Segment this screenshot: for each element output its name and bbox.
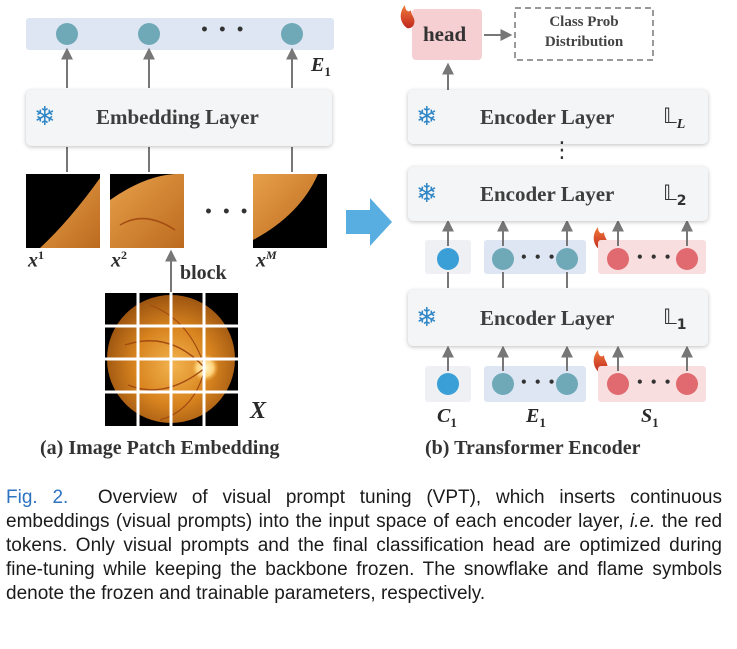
patch-ellipsis: • • • [204,204,251,220]
prompt-token [607,373,629,395]
token-label-s1: S1 [641,405,659,430]
patch-label-xM: xM [256,248,277,272]
token-ellipsis: • • • [520,250,557,264]
caption-ie: i.e. [629,511,656,532]
embedding-token [492,373,514,395]
panel-a-title: (a) Image Patch Embedding [40,437,280,459]
patch-xM [253,174,327,248]
head-box [412,9,482,60]
vertical-ellipsis: ⋮ [551,138,573,163]
encoder-layer-2 [408,167,708,221]
embedding-token [281,23,303,45]
layer-symbol-1: 𝕃1 [663,305,687,334]
class-token [437,373,459,395]
class-token [437,248,459,270]
embedding-token [556,373,578,395]
encoder-layer-l [408,90,708,144]
patch-label-x1: x1 [28,248,44,272]
class-prob-label: Class Prob Distribution [544,14,624,50]
embedding-token [492,248,514,270]
bottom-prompt-strip [598,366,706,402]
prompt-token [676,248,698,270]
panel-b-graphics [400,5,706,402]
encoder-layer-label: Encoder Layer [480,105,615,129]
block-label: block [180,262,227,284]
embedding-token [556,248,578,270]
token-label-e1: E1 [526,405,546,430]
figure-caption: Fig. 2. Overview of visual prompt tuning… [6,486,722,606]
token-label-c1: C1 [437,405,457,430]
caption-text-1: Overview of visual prompt tuning (VPT), … [6,487,722,532]
snowflake-icon: ❄ [34,102,56,132]
head-label: head [423,22,467,46]
layer-symbol-2: 𝕃2 [663,181,687,210]
snowflake-icon: ❄ [416,102,438,132]
embedding-token [138,23,160,45]
patch-x2 [110,173,184,248]
token-ellipsis: • • • [520,375,557,389]
layer-symbol-L: 𝕃L [663,104,686,133]
fundus-image [105,293,238,426]
caption-text-2: the red tokens. Only visual prompts and … [6,511,723,604]
patch-x1 [26,174,100,248]
patch-label-x2: x2 [111,248,127,272]
arrow-icon [346,198,392,246]
class-prob-box [514,7,654,61]
flame-icon [400,5,415,29]
e1-label: E1 [311,54,331,79]
snowflake-icon: ❄ [416,303,438,333]
token-ellipsis: • • • [200,22,247,38]
embedding-layer-box [26,90,332,146]
encoder-layer-label: Encoder Layer [480,182,615,206]
figure-number: Fig. 2. [6,487,69,508]
panel-a-graphics [26,23,392,426]
embedding-token [56,23,78,45]
panel-b-title: (b) Transformer Encoder [425,437,641,459]
bottom-embed-strip [484,366,586,402]
prompt-token [676,373,698,395]
encoder-layer-label: Encoder Layer [480,306,615,330]
token-ellipsis: • • • [636,250,673,264]
image-x-label: X [250,398,267,424]
prompt-token [607,248,629,270]
snowflake-icon: ❄ [416,179,438,209]
encoder-layer-1 [408,290,708,346]
token-ellipsis: • • • [636,375,673,389]
embedding-layer-label: Embedding Layer [96,105,259,129]
